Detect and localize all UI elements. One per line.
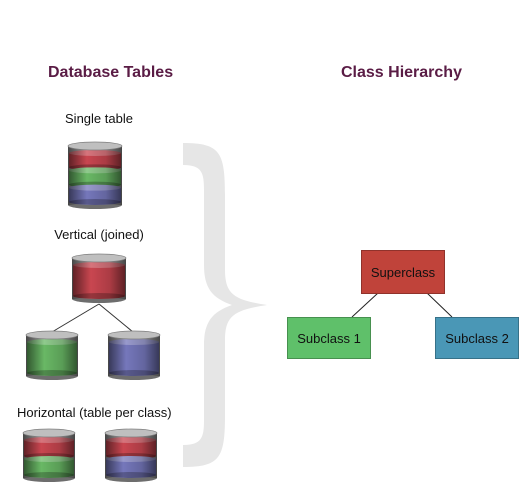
horizontal-cylinder-red-green-icon: [22, 428, 76, 482]
vertical-parent-cylinder-icon: [71, 253, 127, 303]
subclass-1-label: Subclass 1: [297, 330, 361, 346]
hierarchy-connector-right: [426, 292, 453, 318]
superclass-label: Superclass: [370, 264, 436, 280]
subclass-2-label: Subclass 2: [445, 330, 509, 346]
vertical-connector-left: [51, 303, 100, 333]
horizontal-table-per-class-label: Horizontal (table per class): [17, 405, 172, 420]
subclass-1-box: Subclass 1: [287, 317, 371, 359]
subclass-2-box: Subclass 2: [435, 317, 519, 359]
curly-brace-icon: [183, 143, 267, 467]
database-tables-title: Database Tables: [48, 64, 174, 81]
single-table-label: Single table: [65, 111, 133, 126]
vertical-child-green-cylinder-icon: [25, 330, 79, 380]
class-hierarchy-title: Class Hierarchy: [341, 64, 462, 81]
vertical-connector-right: [98, 303, 134, 333]
hierarchy-connector-left: [351, 292, 379, 318]
single-table-cylinder-icon: [67, 141, 123, 209]
superclass-box: Superclass: [361, 250, 445, 294]
vertical-child-blue-cylinder-icon: [107, 330, 161, 380]
horizontal-cylinder-red-blue-icon: [104, 428, 158, 482]
vertical-joined-label: Vertical (joined): [54, 227, 144, 242]
